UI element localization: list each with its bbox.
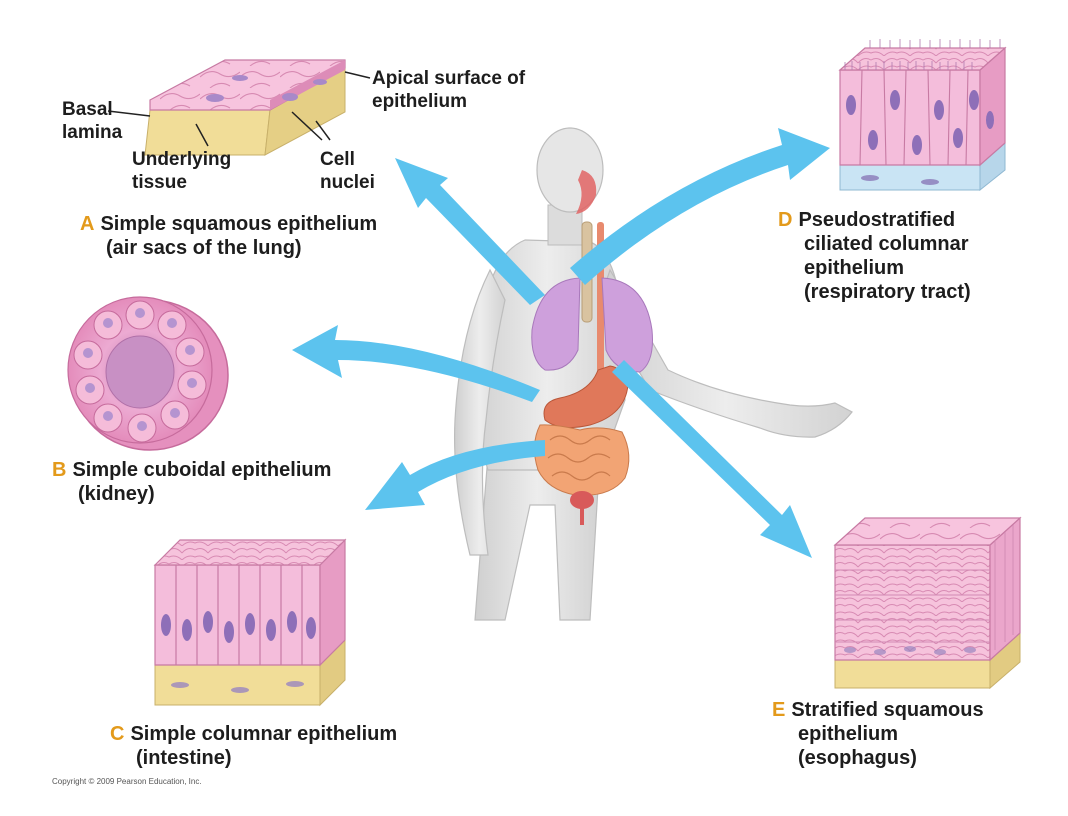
caption-e-location: (esophagus) — [798, 747, 917, 769]
caption-d-title-3: epithelium — [804, 257, 905, 279]
tissue-e-stratified-squamous — [833, 516, 1022, 690]
label-underlying-tissue: Underlying tissue — [132, 149, 232, 193]
caption-c-title: Simple columnar epithelium — [130, 723, 398, 745]
caption-e-letter: E — [772, 699, 786, 721]
tissue-a-simple-squamous — [107, 59, 371, 156]
caption-d-title-1: Pseudostratified — [798, 209, 956, 231]
copyright-notice: Copyright © 2009 Pearson Education, Inc. — [52, 777, 202, 786]
caption-d-letter: D — [778, 209, 793, 231]
caption-d-title-2: ciliated columnar — [804, 233, 969, 255]
caption-a-location: (air sacs of the lung) — [106, 237, 302, 259]
caption-c-letter: C — [110, 723, 125, 745]
caption-e-title-1: Stratified squamous — [791, 699, 984, 721]
caption-d-location: (respiratory tract) — [804, 281, 971, 303]
caption-a-title: Simple squamous epithelium — [100, 213, 378, 235]
label-cell-nuclei: Cell nuclei — [320, 149, 375, 193]
tissue-d-pseudostratified — [838, 39, 1007, 192]
caption-b-letter: B — [52, 459, 67, 481]
caption-e-title-2: epithelium — [798, 723, 899, 745]
caption-b-location: (kidney) — [78, 483, 155, 505]
human-body-figure — [453, 127, 853, 621]
caption-a-letter: A — [80, 213, 95, 235]
tissue-c-simple-columnar — [153, 538, 347, 707]
pointer-arrows — [292, 128, 830, 558]
tissue-b-simple-cuboidal — [67, 296, 229, 451]
label-basal-lamina: Basal lamina — [62, 99, 123, 143]
label-apical-surface: Apical surface of epithelium — [372, 68, 526, 112]
caption-c-location: (intestine) — [136, 747, 232, 769]
caption-b-title: Simple cuboidal epithelium — [72, 459, 332, 481]
